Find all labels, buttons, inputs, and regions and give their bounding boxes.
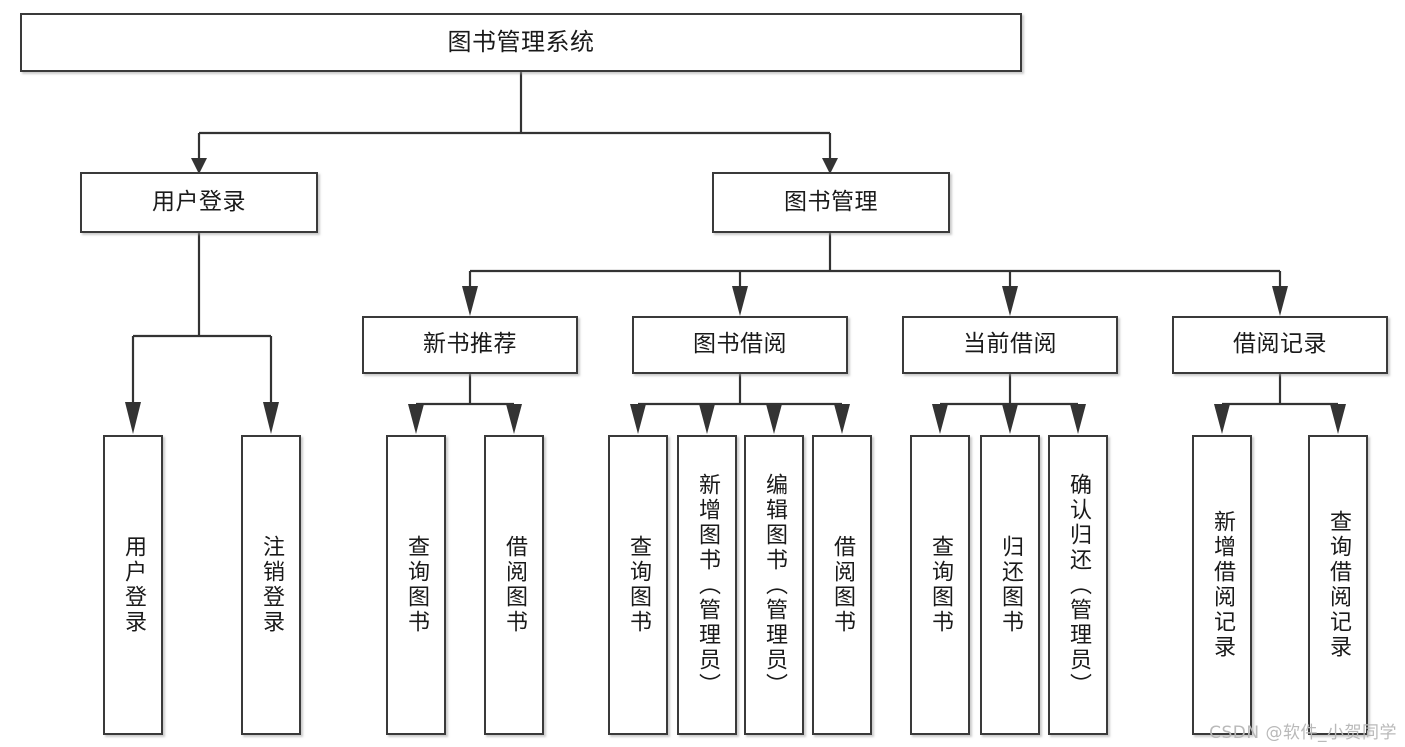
node-borrow-record[interactable]: 借阅记录 <box>1172 316 1388 374</box>
leaf-query-record[interactable]: 查询借阅记录 <box>1308 435 1368 735</box>
node-new-book-recommend[interactable]: 新书推荐 <box>362 316 578 374</box>
leaf-add-book[interactable]: 新增图书（管理员） <box>677 435 737 735</box>
arrowhead-borrow-record <box>1272 286 1288 316</box>
leaf-query-book-1-label: 查询图书 <box>403 535 429 635</box>
leaf-query-record-label: 查询借阅记录 <box>1325 510 1351 660</box>
leaf-query-book-3[interactable]: 查询图书 <box>910 435 970 735</box>
arrowhead-leaf-edit-book <box>766 404 782 434</box>
leaf-borrow-book-1-label: 借阅图书 <box>501 535 527 635</box>
node-root[interactable]: 图书管理系统 <box>20 13 1022 72</box>
arrowhead-new-book-recommend <box>462 286 478 316</box>
arrowhead-leaf-add-record <box>1214 404 1230 434</box>
leaf-logout[interactable]: 注销登录 <box>241 435 301 735</box>
arrowhead-leaf-borrow-book-2 <box>834 404 850 434</box>
arrowhead-leaf-query-book-3 <box>932 404 948 434</box>
arrowhead-leaf-borrow-book-1 <box>506 404 522 434</box>
leaf-confirm-return[interactable]: 确认归还（管理员） <box>1048 435 1108 735</box>
arrowhead-current-borrow <box>1002 286 1018 316</box>
leaf-borrow-book-1[interactable]: 借阅图书 <box>484 435 544 735</box>
node-book-borrow-label: 图书借阅 <box>693 331 787 358</box>
arrowhead-leaf-query-book-2 <box>630 404 646 434</box>
arrowhead-leaf-logout <box>263 402 279 434</box>
node-book-manage-label: 图书管理 <box>784 188 878 215</box>
node-borrow-record-label: 借阅记录 <box>1233 331 1327 358</box>
leaf-return-book-label: 归还图书 <box>997 535 1023 635</box>
node-user-login[interactable]: 用户登录 <box>80 172 318 233</box>
arrowhead-book-borrow <box>732 286 748 316</box>
leaf-query-book-1[interactable]: 查询图书 <box>386 435 446 735</box>
node-current-borrow[interactable]: 当前借阅 <box>902 316 1118 374</box>
arrowhead-leaf-user-login <box>125 402 141 434</box>
arrowhead-leaf-return-book <box>1002 404 1018 434</box>
leaf-query-book-2[interactable]: 查询图书 <box>608 435 668 735</box>
leaf-edit-book-label: 编辑图书（管理员） <box>761 472 787 698</box>
leaf-borrow-book-2-label: 借阅图书 <box>829 535 855 635</box>
node-new-book-recommend-label: 新书推荐 <box>423 331 517 358</box>
arrowhead-leaf-query-book-1 <box>408 404 424 434</box>
leaf-add-record-label: 新增借阅记录 <box>1209 510 1235 660</box>
leaf-edit-book[interactable]: 编辑图书（管理员） <box>744 435 804 735</box>
watermark: CSDN @软件_小贺同学 <box>1209 723 1397 743</box>
node-book-manage[interactable]: 图书管理 <box>712 172 950 233</box>
leaf-user-login-label: 用户登录 <box>120 535 146 635</box>
node-current-borrow-label: 当前借阅 <box>963 331 1057 358</box>
node-user-login-label: 用户登录 <box>152 188 246 215</box>
leaf-query-book-2-label: 查询图书 <box>625 535 651 635</box>
arrowhead-leaf-confirm-return <box>1070 404 1086 434</box>
leaf-add-book-label: 新增图书（管理员） <box>694 472 720 698</box>
leaf-logout-label: 注销登录 <box>258 535 284 635</box>
leaf-confirm-return-label: 确认归还（管理员） <box>1065 472 1091 698</box>
node-root-label: 图书管理系统 <box>447 28 595 57</box>
node-book-borrow[interactable]: 图书借阅 <box>632 316 848 374</box>
leaf-query-book-3-label: 查询图书 <box>927 535 953 635</box>
leaf-borrow-book-2[interactable]: 借阅图书 <box>812 435 872 735</box>
leaf-user-login[interactable]: 用户登录 <box>103 435 163 735</box>
arrowhead-leaf-query-record <box>1330 404 1346 434</box>
arrowhead-leaf-add-book <box>699 404 715 434</box>
leaf-return-book[interactable]: 归还图书 <box>980 435 1040 735</box>
leaf-add-record[interactable]: 新增借阅记录 <box>1192 435 1252 735</box>
